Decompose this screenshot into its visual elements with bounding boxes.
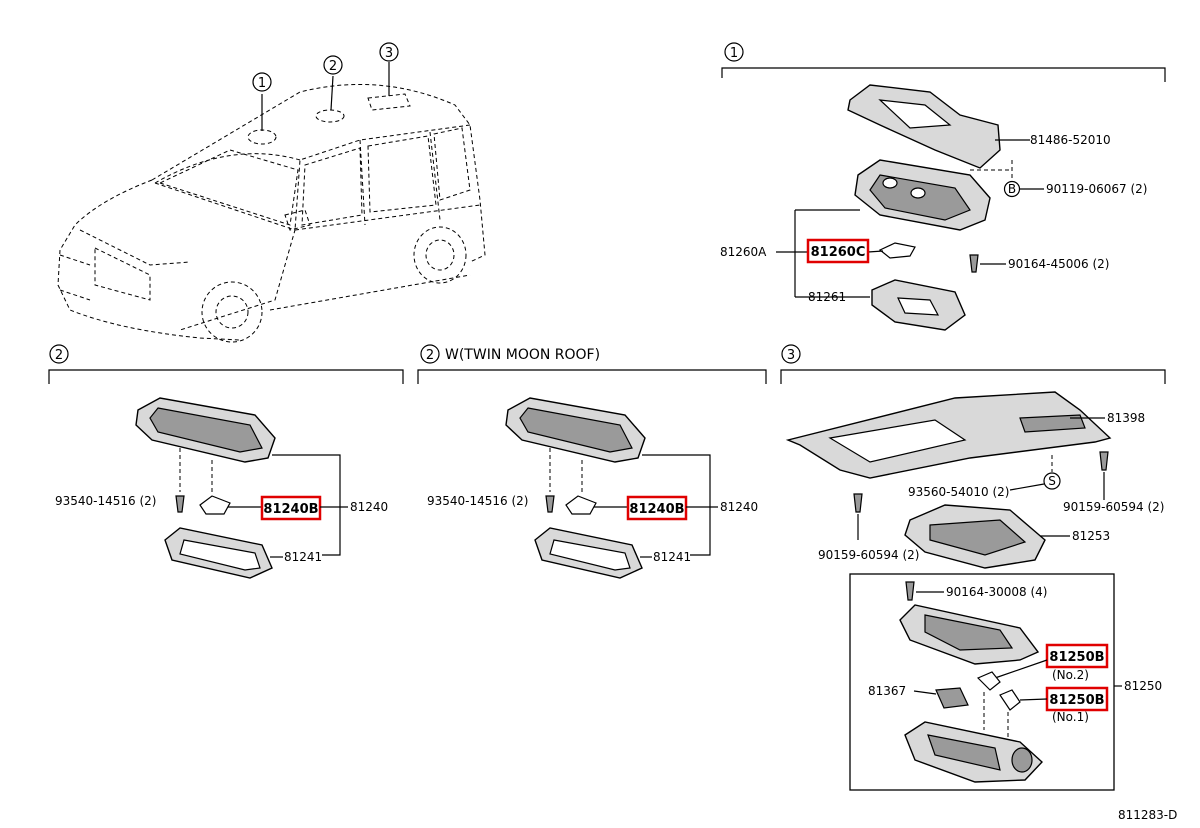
switch-81367-shape bbox=[935, 687, 969, 709]
bulb-81260c-shape bbox=[878, 242, 916, 259]
circle-b-marker bbox=[1003, 180, 1021, 198]
part-93560-label: 93560-54010 (2) bbox=[908, 485, 1010, 499]
part-81261-label: 81261 bbox=[808, 290, 846, 304]
circle-s-marker bbox=[1043, 472, 1061, 490]
marker-text: B bbox=[1008, 182, 1016, 196]
part-81398-label: 81398 bbox=[1107, 411, 1145, 425]
part-81241-w-label: 81241 bbox=[653, 550, 691, 564]
no1-label: (No.1) bbox=[1052, 710, 1089, 724]
part-81240-label: 81240 bbox=[350, 500, 388, 514]
section-3-marker: 3 bbox=[787, 348, 795, 363]
marker-text: 3 bbox=[385, 46, 393, 61]
part-90164-30008-label: 90164-30008 (4) bbox=[946, 585, 1048, 599]
highlight-81240b bbox=[260, 495, 322, 521]
bulb-81240b-w-shape bbox=[565, 495, 597, 515]
marker-text: S bbox=[1048, 474, 1056, 488]
bulb-81240b-shape bbox=[199, 495, 231, 515]
part-81367-label: 81367 bbox=[868, 684, 906, 698]
section-2w-marker: 2 bbox=[426, 348, 434, 363]
section-2-marker: 2 bbox=[55, 348, 63, 363]
bulb-no1-shape bbox=[999, 689, 1021, 711]
part-81240b-label: 81240B bbox=[263, 502, 318, 517]
section-2: 2 93540-14516 (2) 81240B 81240 81241 bbox=[48, 344, 404, 579]
part-81250-label: 81250 bbox=[1124, 679, 1162, 693]
part-81253-label: 81253 bbox=[1072, 529, 1110, 543]
part-81250b-no1-label: 81250B bbox=[1049, 693, 1104, 708]
marker-text: 2 bbox=[329, 59, 337, 74]
part-90119-label: 90119-06067 (2) bbox=[1046, 182, 1148, 196]
vehicle-illustration bbox=[57, 62, 486, 343]
part-81260c-label: 81260C bbox=[811, 245, 866, 260]
part-93540-label: 93540-14516 (2) bbox=[55, 494, 157, 508]
screw-90164-30008-shape bbox=[905, 581, 915, 601]
highlight-81260c bbox=[806, 238, 870, 264]
section-1-marker: 1 bbox=[730, 46, 738, 61]
figure-id: 811283-D bbox=[1118, 808, 1177, 822]
part-90159-left-label: 90159-60594 (2) bbox=[818, 548, 920, 562]
section-2w-title: W(TWIN MOON ROOF) bbox=[445, 347, 600, 363]
screw-90164-shape bbox=[969, 254, 979, 273]
bulb-no2-shape bbox=[976, 671, 1001, 691]
screw-93540-shape bbox=[175, 495, 185, 513]
part-93540-w-label: 93540-14516 (2) bbox=[427, 494, 529, 508]
assembly-81250-box bbox=[849, 573, 1115, 791]
section-1: 1 81486-52010 B 90119-06067 (2) 81260A 8… bbox=[720, 42, 1166, 331]
part-81260a-label: 81260A bbox=[720, 245, 767, 259]
car-marker-1: 1 bbox=[252, 72, 272, 92]
section-2-twin-moon-roof: 2 W(TWIN MOON ROOF) 93540-14516 (2) 8124… bbox=[417, 344, 767, 579]
part-81241-label: 81241 bbox=[284, 550, 322, 564]
part-81240-w-label: 81240 bbox=[720, 500, 758, 514]
part-90164-45006-label: 90164-45006 (2) bbox=[1008, 257, 1110, 271]
highlight-81240b-w bbox=[626, 495, 688, 521]
part-81486-label: 81486-52010 bbox=[1030, 133, 1111, 147]
part-81240b-w-label: 81240B bbox=[629, 502, 684, 517]
marker-text: 1 bbox=[258, 76, 266, 91]
car-marker-2: 2 bbox=[323, 55, 343, 75]
screw-90159-left-shape bbox=[853, 493, 863, 513]
part-90159-right-label: 90159-60594 (2) bbox=[1063, 500, 1165, 514]
highlight-81250b-no2 bbox=[1045, 643, 1109, 669]
car-marker-3: 3 bbox=[379, 42, 399, 62]
screw-93540-w-shape bbox=[545, 495, 555, 513]
no2-label: (No.2) bbox=[1052, 668, 1089, 682]
part-81250b-no2-label: 81250B bbox=[1049, 650, 1104, 665]
screw-90159-right-shape bbox=[1099, 451, 1109, 471]
section-3: 3 81398 S 93560-54010 (2) 90159-60594 (2… bbox=[780, 344, 1166, 791]
